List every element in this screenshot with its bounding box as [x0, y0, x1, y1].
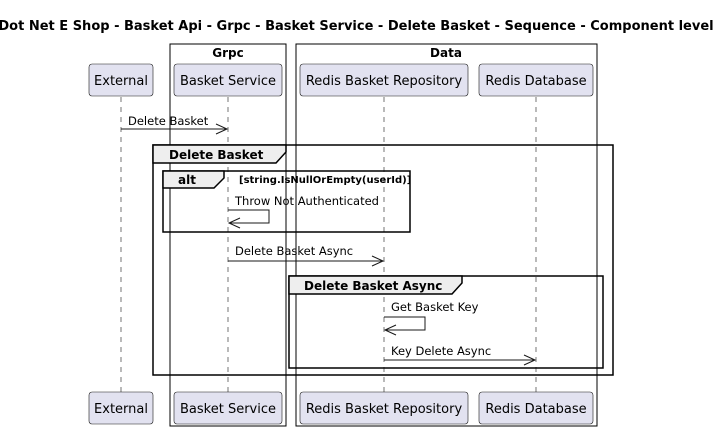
- fragment-delete-basket-async: Delete Basket Async: [288, 275, 604, 369]
- participant-label: Basket Service: [180, 402, 276, 417]
- group-label-data: Data: [430, 46, 462, 60]
- participant-redis-basket-repository-bottom: Redis Basket Repository: [299, 391, 469, 425]
- fragment-alt: alt [string.IsNullOrEmpty(userId)]: [162, 170, 411, 233]
- participant-label: Redis Basket Repository: [306, 74, 463, 89]
- message-label: Throw Not Authenticated: [234, 194, 379, 208]
- fragment-label: Delete Basket Async: [304, 279, 442, 293]
- diagram-title: Dot Net E Shop - Basket Api - Grpc - Bas…: [0, 19, 713, 34]
- message-key-delete-async: Key Delete Async: [384, 344, 537, 366]
- fragment-delete-basket: Delete Basket: [152, 144, 614, 376]
- participant-label: Redis Database: [485, 402, 586, 417]
- participant-label: External: [94, 402, 148, 417]
- message-get-basket-key: Get Basket Key: [383, 300, 479, 336]
- participant-basket-service-top: Basket Service: [173, 63, 283, 97]
- participant-label: Basket Service: [180, 74, 276, 89]
- message-delete-basket: Delete Basket: [121, 114, 229, 135]
- fragment-label: alt: [178, 173, 196, 187]
- alt-condition: [string.IsNullOrEmpty(userId)]: [239, 175, 411, 186]
- participant-label: Redis Database: [485, 74, 586, 89]
- participant-label: Redis Basket Repository: [306, 402, 463, 417]
- message-label: Key Delete Async: [391, 344, 491, 358]
- message-throw-not-authenticated: Throw Not Authenticated: [227, 194, 379, 229]
- participant-redis-database-bottom: Redis Database: [478, 391, 594, 425]
- participant-redis-basket-repository-top: Redis Basket Repository: [299, 63, 469, 97]
- message-label: Get Basket Key: [391, 300, 479, 314]
- group-box-data: [295, 43, 598, 427]
- message-label: Delete Basket: [128, 114, 209, 128]
- group-box-grpc: [169, 43, 287, 427]
- participant-external-top: External: [88, 63, 154, 97]
- participant-label: External: [94, 74, 148, 89]
- participant-basket-service-bottom: Basket Service: [173, 391, 283, 425]
- message-delete-basket-async: Delete Basket Async: [228, 244, 385, 267]
- participant-external-bottom: External: [88, 391, 154, 425]
- participant-redis-database-top: Redis Database: [478, 63, 594, 97]
- fragment-label: Delete Basket: [169, 148, 264, 162]
- message-label: Delete Basket Async: [235, 244, 353, 258]
- group-label-grpc: Grpc: [212, 46, 243, 60]
